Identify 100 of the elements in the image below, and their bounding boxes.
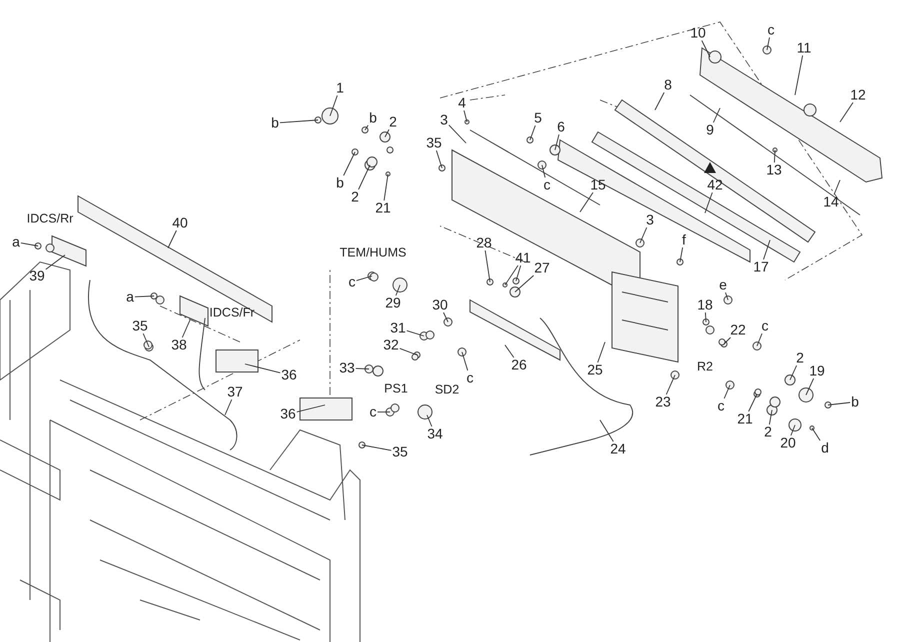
callout-label: 8 — [663, 78, 673, 92]
callout-label: 33 — [338, 360, 356, 376]
callout-label: 12 — [849, 88, 867, 102]
leader-line — [812, 428, 821, 441]
leader-line — [514, 275, 534, 292]
callout-label: 14 — [822, 194, 840, 210]
callout-label: 35 — [391, 444, 409, 460]
leader-line — [399, 348, 418, 356]
leader-line — [701, 40, 710, 58]
callout-label: 11 — [796, 40, 812, 56]
callout-label: 2 — [388, 114, 398, 130]
signal-name: PS1 — [383, 382, 409, 396]
leader-line — [704, 192, 713, 214]
leader-line — [806, 378, 814, 396]
callout-label: c — [348, 274, 356, 290]
leader-line — [654, 92, 665, 110]
leader-line — [20, 242, 38, 246]
callout-label: 37 — [226, 384, 244, 400]
callout-label: 19 — [808, 364, 826, 378]
callout-label: 27 — [533, 260, 551, 276]
signal-name: IDCS/Fr — [208, 306, 256, 320]
callout-label: b — [368, 110, 378, 126]
leader-line — [395, 284, 400, 296]
leader-line — [45, 254, 66, 270]
leader-line — [244, 364, 281, 374]
leader-line — [384, 174, 388, 201]
leader-line — [794, 55, 804, 96]
leader-line — [182, 320, 190, 338]
leader-line — [600, 420, 614, 442]
leader-line — [774, 150, 776, 163]
leader-line — [756, 333, 762, 346]
leader-line — [542, 164, 546, 178]
callout-label: d — [820, 440, 830, 456]
callout-label: 29 — [384, 296, 402, 310]
signal-name: TEM/HUMS — [338, 246, 408, 260]
callout-label: c — [368, 404, 378, 420]
callout-label: 9 — [705, 122, 715, 138]
leader-line — [725, 292, 728, 300]
callout-label: 6 — [556, 120, 566, 134]
leader-line — [448, 124, 466, 144]
leader-line — [704, 312, 706, 322]
callout-label: 3 — [439, 112, 449, 128]
callout-label: 21 — [736, 412, 754, 426]
leader-line — [680, 247, 684, 262]
callout-label: 18 — [696, 298, 714, 312]
leader-line — [168, 230, 177, 248]
leader-line — [462, 352, 468, 371]
leader-line — [358, 164, 370, 190]
leader-line — [464, 110, 468, 122]
leader-line — [834, 180, 840, 195]
leader-line — [330, 95, 338, 116]
leader-line — [384, 129, 390, 138]
callout-label: 2 — [350, 190, 360, 204]
leader-line — [224, 399, 232, 416]
callout-label: 15 — [589, 178, 607, 192]
callout-label: b — [270, 116, 280, 130]
leader-line — [640, 227, 648, 244]
leader-line — [790, 424, 796, 436]
leader-line — [530, 125, 536, 140]
callout-label: a — [11, 234, 21, 250]
leader-line — [840, 102, 854, 122]
leader-line — [504, 265, 518, 286]
leader-line — [134, 296, 154, 298]
leader-line — [666, 374, 676, 395]
leader-line — [790, 365, 798, 380]
callout-label: 25 — [586, 362, 604, 378]
leader-line — [443, 312, 448, 322]
leader-line — [724, 337, 731, 344]
leader-line — [364, 124, 369, 130]
callout-label: 39 — [28, 268, 46, 284]
leader-line — [362, 444, 392, 451]
leader-line — [279, 120, 318, 124]
callout-label: e — [718, 278, 728, 292]
callout-label: 36 — [279, 406, 297, 422]
callout-label: 41 — [514, 250, 532, 266]
callout-label: 38 — [170, 338, 188, 352]
callout-label: f — [681, 232, 687, 248]
callout-label: a — [125, 290, 135, 304]
signal-name: SD2 — [434, 382, 460, 398]
callout-label: 2 — [795, 350, 805, 366]
callout-label: 24 — [609, 442, 627, 456]
callout-label: c — [766, 22, 776, 38]
callout-label: 5 — [533, 110, 543, 126]
callout-label: 20 — [779, 436, 797, 450]
signal-name: R2 — [696, 360, 714, 374]
leader-line — [516, 265, 522, 282]
callout-label: 32 — [382, 338, 400, 352]
callout-label: 40 — [171, 216, 189, 230]
signal-name: IDCS/Rr — [26, 212, 74, 226]
callout-label: 13 — [765, 162, 783, 178]
leader-line — [406, 330, 424, 336]
leader-line — [356, 276, 372, 282]
leader-line — [763, 240, 770, 260]
leader-line — [426, 414, 432, 427]
callout-label: 10 — [689, 26, 707, 40]
callout-label: 31 — [389, 320, 407, 336]
leader-line — [343, 152, 356, 176]
callout-label: 2 — [763, 424, 773, 440]
callout-label: 36 — [280, 368, 298, 382]
leader-line — [766, 37, 770, 50]
